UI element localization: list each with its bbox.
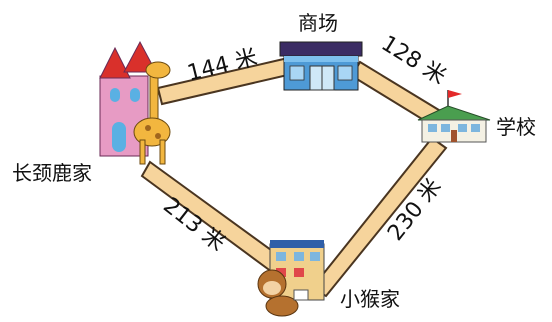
mall-label: 商场 [298,11,338,35]
road-network [140,56,454,298]
giraffe-house-icon [99,40,171,165]
school-label: 学校 [496,115,536,139]
road-monkey-school [310,136,448,298]
school-building-icon [417,90,491,143]
monkey-house-icon [257,240,325,317]
monkey-home-label: 小猴家 [340,287,400,311]
giraffe-home-label: 长颈鹿家 [12,161,92,185]
road-giraffe-monkey [140,160,284,274]
mall-building-icon [279,41,363,91]
